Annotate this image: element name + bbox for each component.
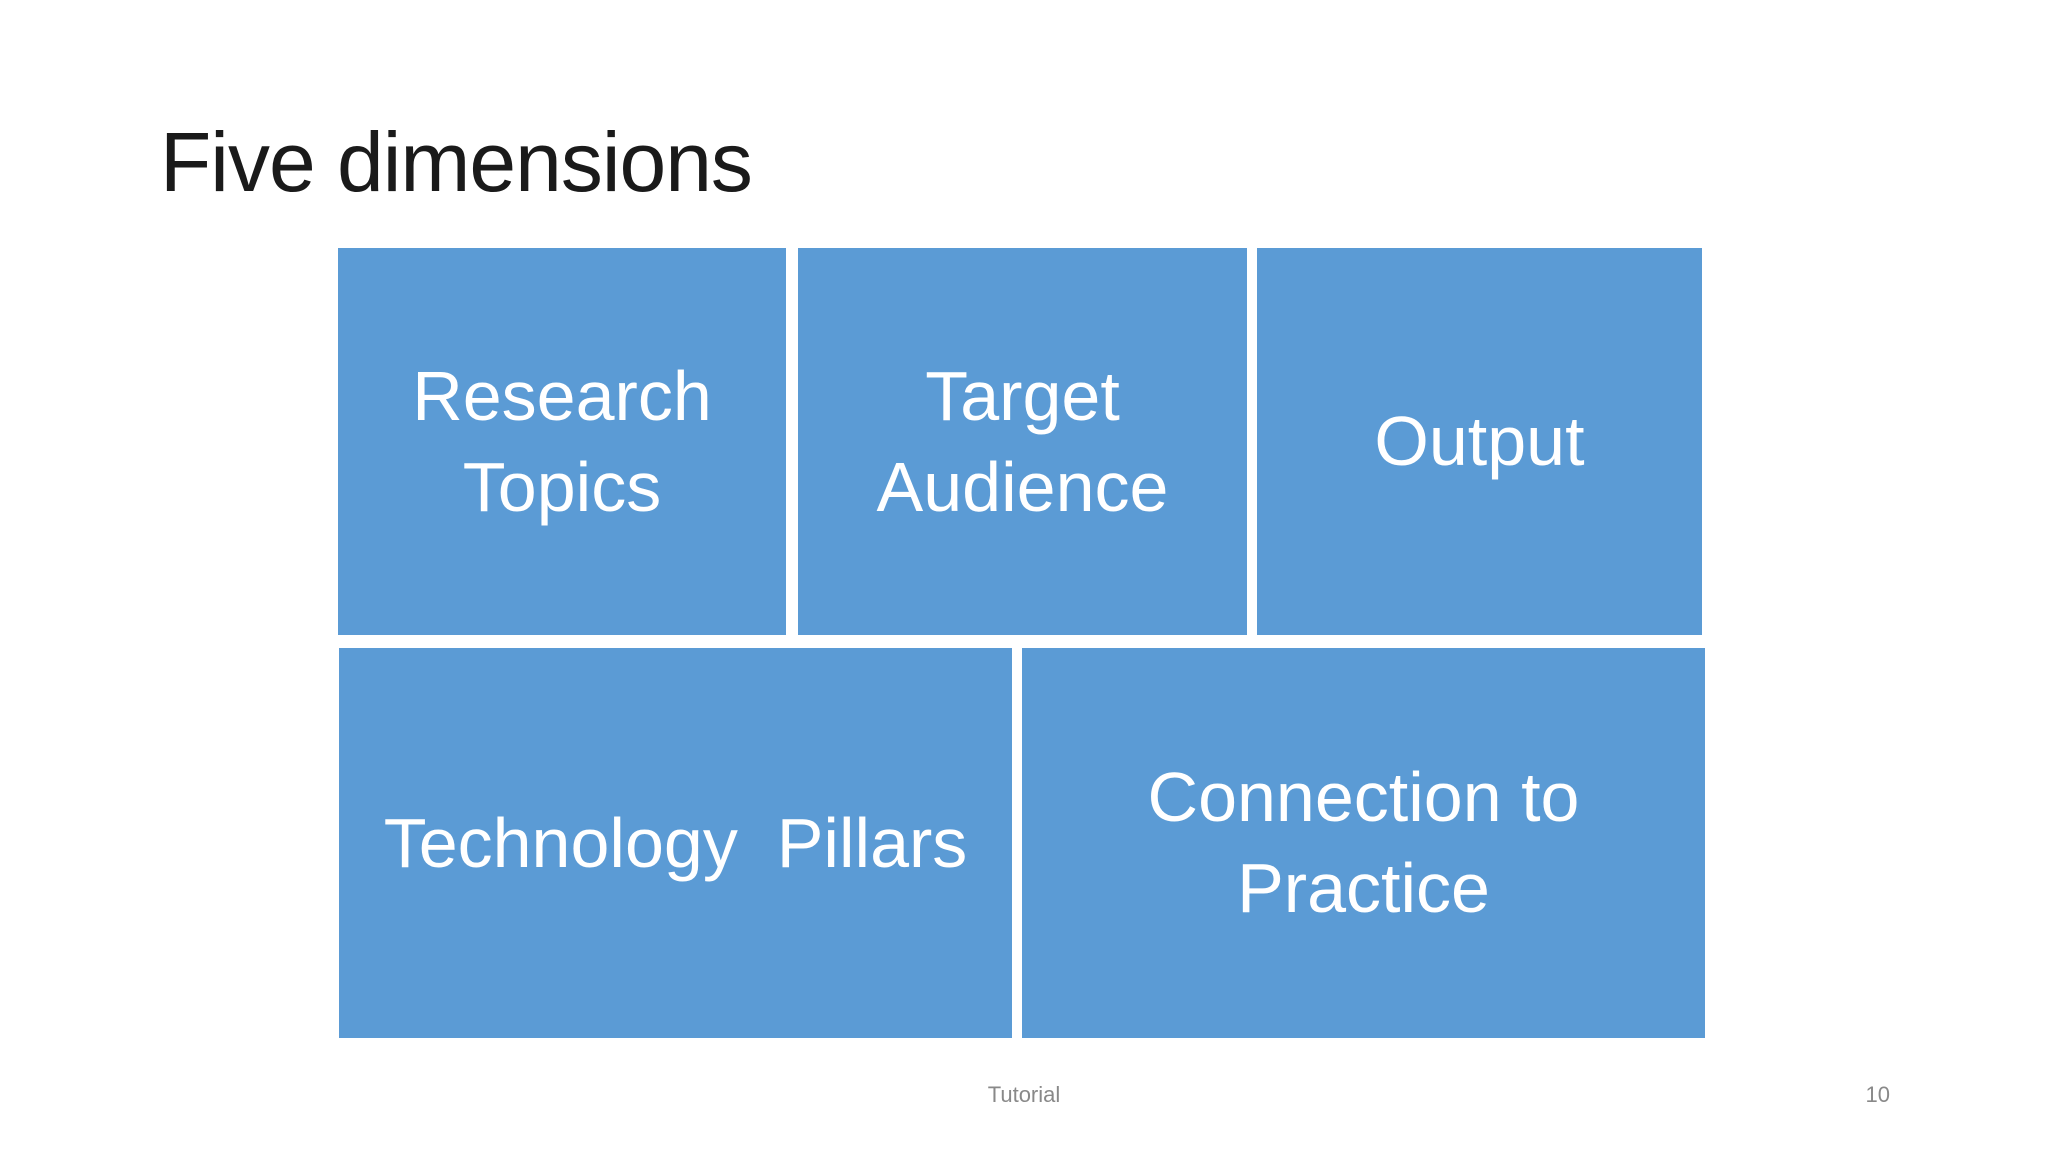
box-technology-pillars: Technology Pillars [339,648,1012,1038]
box-target-audience: Target Audience [798,248,1247,635]
box-connection-to-practice: Connection to Practice [1022,648,1705,1038]
slide-page-number: 10 [1865,1082,1890,1107]
box-research-topics: Research Topics [338,248,786,635]
slide-title: Five dimensions [160,115,753,209]
box-output: Output [1257,248,1702,635]
footer-text: Tutorial [987,1082,1061,1107]
